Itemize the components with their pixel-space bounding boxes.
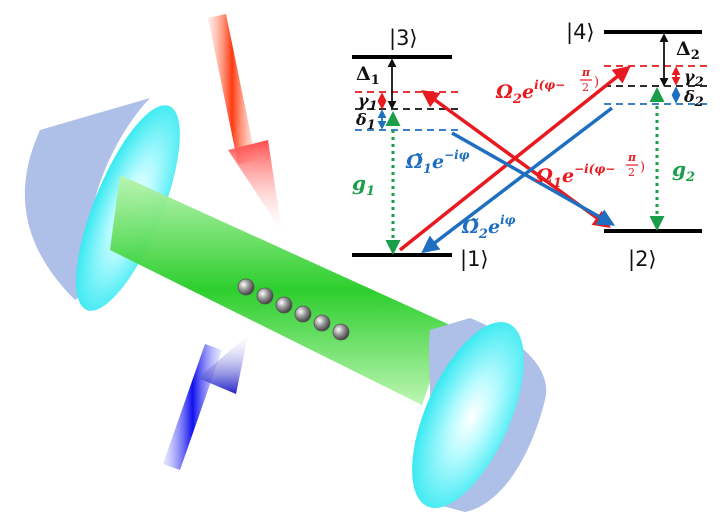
omega2-close: ) xyxy=(594,75,599,90)
dshift1-label: δ1 xyxy=(355,110,376,133)
delta2-label: Δ2 xyxy=(676,38,700,63)
gamma1-label: γ1 xyxy=(358,91,378,114)
right-mirror-face xyxy=(412,322,524,508)
red-laser-arrowhead xyxy=(228,140,282,232)
delta1-label: Δ1 xyxy=(356,63,380,88)
omega1-two: 2 xyxy=(628,166,635,179)
right-mirror xyxy=(412,318,547,512)
g1-label: g1 xyxy=(352,171,375,199)
atom xyxy=(294,305,312,323)
left-mirror-body xyxy=(24,98,151,300)
omega1-pi: π xyxy=(627,151,637,164)
level-4-label: |4⟩ xyxy=(566,20,595,45)
cavity-beam xyxy=(110,175,450,405)
omega2-two: 2 xyxy=(582,81,589,94)
atom xyxy=(313,314,331,332)
omega2-pi: π xyxy=(581,66,591,79)
omegat1-label: Ω̃1e−iφ xyxy=(405,148,470,177)
level-diagram: |3⟩ |1⟩ |4⟩ |2⟩ Δ1 Δ2 γ1 γ2 δ1 δ2 g1 g2 … xyxy=(352,20,708,272)
blue-laser-beam xyxy=(163,335,248,470)
dshift2-label: δ2 xyxy=(683,87,704,110)
atom xyxy=(237,278,255,296)
omega1-label: Ω1e−i(φ− xyxy=(535,162,615,191)
omega1-close: ) xyxy=(640,160,645,175)
level-3-label: |3⟩ xyxy=(389,26,418,51)
level-1-label: |1⟩ xyxy=(460,247,489,272)
atom xyxy=(275,296,293,314)
g2-label: g2 xyxy=(672,157,695,185)
red-laser-beam xyxy=(208,14,282,232)
blue-laser-arrowhead xyxy=(198,335,248,394)
atom xyxy=(256,287,274,305)
omegat1-coupling-arrow xyxy=(451,131,616,226)
atom-chain xyxy=(237,278,350,341)
omegat2-coupling-arrow xyxy=(421,106,614,254)
omega2-label: Ω2ei(φ− xyxy=(495,78,565,107)
omegat2-label: Ω̃2eiφ xyxy=(461,213,516,242)
gamma2-label: γ2 xyxy=(684,67,704,90)
atom xyxy=(332,323,350,341)
level-2-label: |2⟩ xyxy=(628,247,657,272)
